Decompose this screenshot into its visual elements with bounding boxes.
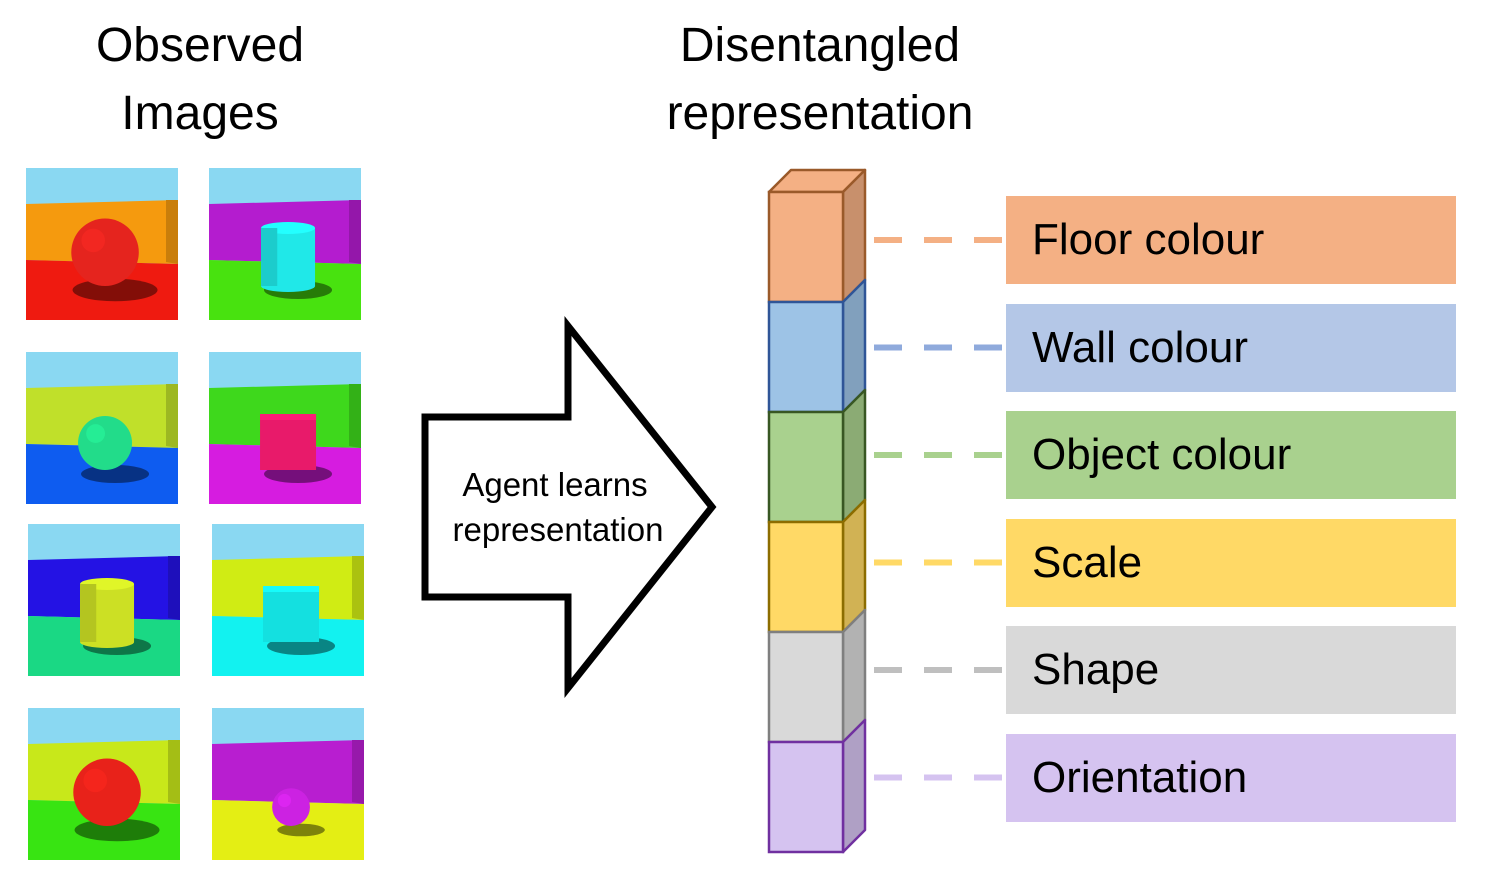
- agent-learns-arrow: Agent learns representation: [421, 315, 717, 699]
- observed-heading-line-1: Observed: [95, 19, 305, 72]
- arrow-text-line-2: representation: [453, 511, 664, 548]
- thumb-lime-wall-red-sphere: [28, 708, 180, 860]
- cube-object: [263, 586, 320, 642]
- factor-label-shape: Shape: [1006, 626, 1456, 714]
- latent-vector-column: [767, 168, 867, 854]
- disentangled-representation-heading: Disentangled representation: [600, 12, 1040, 148]
- factor-label-object-colour: Object colour: [1006, 411, 1456, 499]
- factor-label-wall-colour: Wall colour: [1006, 303, 1456, 392]
- representation-heading-line-2: representation: [666, 87, 974, 140]
- vector-block-wall-colour: [767, 300, 845, 414]
- sphere-object: [73, 758, 141, 826]
- thumb-yellow-wall-green-sphere: [26, 352, 178, 504]
- vector-block-object-colour: [767, 410, 845, 524]
- vector-block-orientation: [767, 740, 845, 854]
- observed-images-grid: [26, 168, 364, 860]
- thumb-lime-wall-cyan-cube: [212, 524, 364, 676]
- observed-images-heading: Observed Images: [40, 12, 360, 148]
- connector-dashes: [874, 237, 1004, 781]
- sphere-object: [272, 788, 310, 826]
- sphere-object: [78, 416, 133, 470]
- thumb-green-wall-pink-cube: [209, 352, 361, 504]
- thumb-orange-wall-red-sphere: [26, 168, 178, 320]
- factor-label-floor-colour: Floor colour: [1006, 196, 1456, 284]
- factor-label-scale: Scale: [1006, 518, 1456, 607]
- cube-object: [260, 414, 317, 470]
- vector-block-side-orientation: [841, 718, 867, 854]
- vector-block-floor-colour: [767, 190, 845, 304]
- thumb-magenta-wall-cyan-cylinder: [209, 168, 361, 320]
- representation-heading-line-1: Disentangled: [679, 19, 961, 72]
- arrow-text-line-1: Agent learns: [462, 466, 647, 503]
- thumb-magenta-wall-purple-sphere: [212, 708, 364, 860]
- factor-label-orientation: Orientation: [1006, 733, 1456, 822]
- vector-block-shape: [767, 630, 845, 744]
- sphere-object: [71, 218, 139, 286]
- thumb-blue-wall-yellow-cylinder: [28, 524, 180, 676]
- observed-heading-line-2: Images: [121, 87, 279, 140]
- vector-block-scale: [767, 520, 845, 634]
